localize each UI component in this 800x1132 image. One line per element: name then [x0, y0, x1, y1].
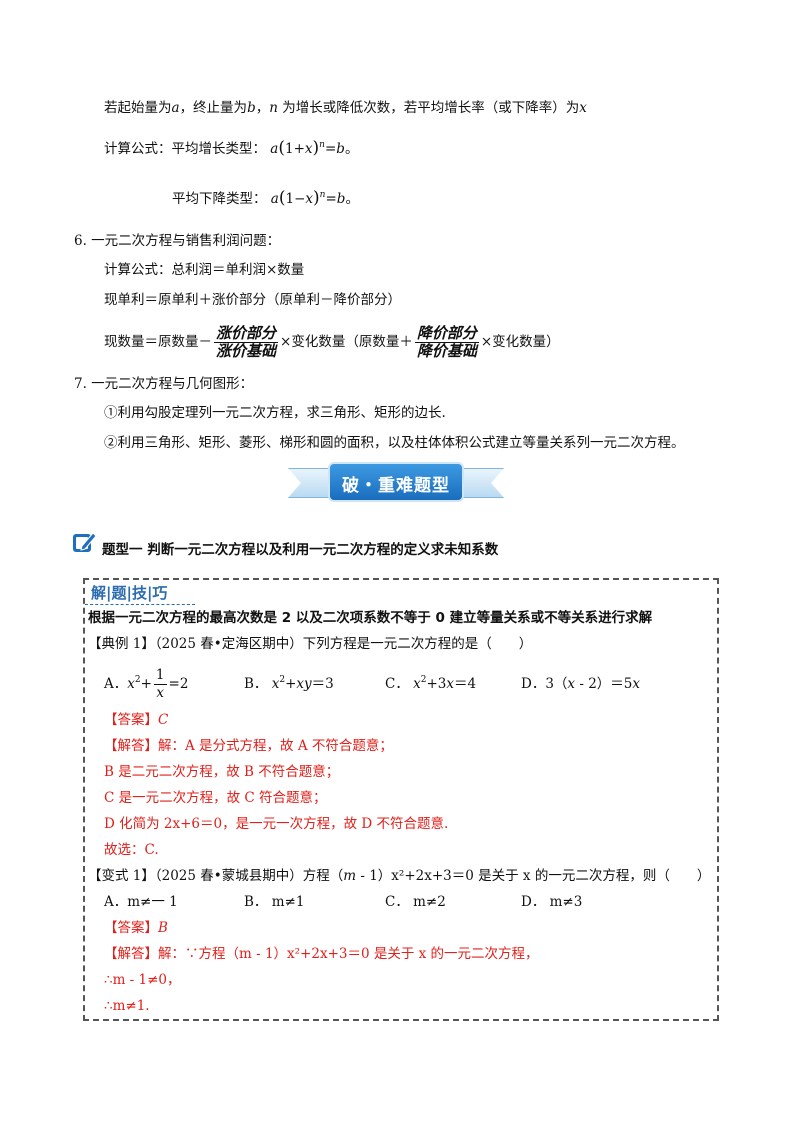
variant1-solution-1: 【解答】解：∵方程（m - 1）x²+2x+3＝0 是关于 x 的一元二次方程， — [104, 946, 539, 962]
variant1-option-a: A．m≠一 1 — [104, 894, 178, 910]
section-7-item1: ①利用勾股定理列一元二次方程，求三角形、矩形的边长. — [104, 405, 446, 421]
tips-header: 解|题|技|巧 — [91, 584, 168, 602]
variant1-option-b: B． m≠1 — [244, 894, 305, 910]
example1-solution-2: B 是二元二次方程，故 B 不符合题意； — [104, 764, 340, 780]
decrease-formula-line: 平均下降类型： a(1−x)n=b。 — [172, 188, 359, 208]
pencil-note-icon — [73, 532, 97, 552]
growth-intro: 若起始量为a，终止量为b，n 为增长或降低次数，若平均增长率（或下降率）为x — [104, 100, 587, 116]
price-up-fraction: 涨价部分涨价基础 — [214, 324, 279, 360]
variant1-answer: 【答案】B — [104, 920, 168, 936]
example1-solution-1: 【解答】解：A 是分式方程，故 A 不符合题意； — [104, 738, 393, 754]
section-7-title: 7. 一元二次方程与几何图形： — [74, 376, 254, 392]
tips-box: 解|题|技|巧 — [83, 578, 719, 1021]
example1-option-d: D．3（x - 2）＝5x — [521, 676, 640, 692]
banner-title: 破・重难题型 — [342, 476, 450, 496]
example1-option-c: C． x2+3x＝4 — [385, 675, 477, 693]
section-6-line3: 现数量＝原数量－涨价部分涨价基础×变化数量（原数量＋降价部分降价基础×变化数量） — [104, 324, 560, 360]
example1-solution-4: D 化简为 2x+6＝0，是一元一次方程，故 D 不符合题意. — [104, 816, 449, 832]
section-7-item2: ②利用三角形、矩形、菱形、梯形和圆的面积，以及柱体体积公式建立等量关系列一元二次… — [104, 435, 685, 451]
section-6-line1: 计算公式：总利润＝单利润×数量 — [104, 262, 305, 278]
variant1-option-c: C． m≠2 — [385, 894, 446, 910]
variant1-solution-2: ∴m - 1≠0， — [104, 972, 181, 988]
type1-title: 题型一 判断一元二次方程以及利用一元二次方程的定义求未知系数 — [102, 542, 499, 558]
tips-text: 根据一元二次方程的最高次数是 2 以及二次项系数不等于 0 建立等量关系或不等关… — [88, 610, 653, 626]
example1-stem: 【典例 1】（2025 春•定海区期中）下列方程是一元二次方程的是（ ） — [88, 636, 533, 652]
section-6-line2: 现单利＝原单利＋涨价部分（原单利－降价部分） — [104, 292, 401, 308]
increase-formula-line: 计算公式：平均增长类型： a(1+x)n=b。 — [104, 138, 359, 158]
section-6-title: 6. 一元二次方程与销售利润问题： — [74, 233, 281, 249]
variant1-option-d: D． m≠3 — [521, 894, 583, 910]
section-banner: 破・重难题型 — [288, 462, 504, 502]
price-down-fraction: 降价部分降价基础 — [414, 324, 479, 360]
example1-option-b: B． x2+xy＝3 — [244, 675, 334, 693]
variant1-stem: 【变式 1】（2025 春•蒙城县期中）方程（m - 1）x²+2x+3＝0 是… — [88, 868, 711, 884]
variant1-solution-3: ∴m≠1. — [104, 998, 150, 1014]
example1-solution-5: 故选：C. — [104, 842, 159, 858]
example1-solution-3: C 是一元二次方程，故 C 符合题意； — [104, 790, 327, 806]
example1-answer: 【答案】C — [104, 712, 169, 728]
